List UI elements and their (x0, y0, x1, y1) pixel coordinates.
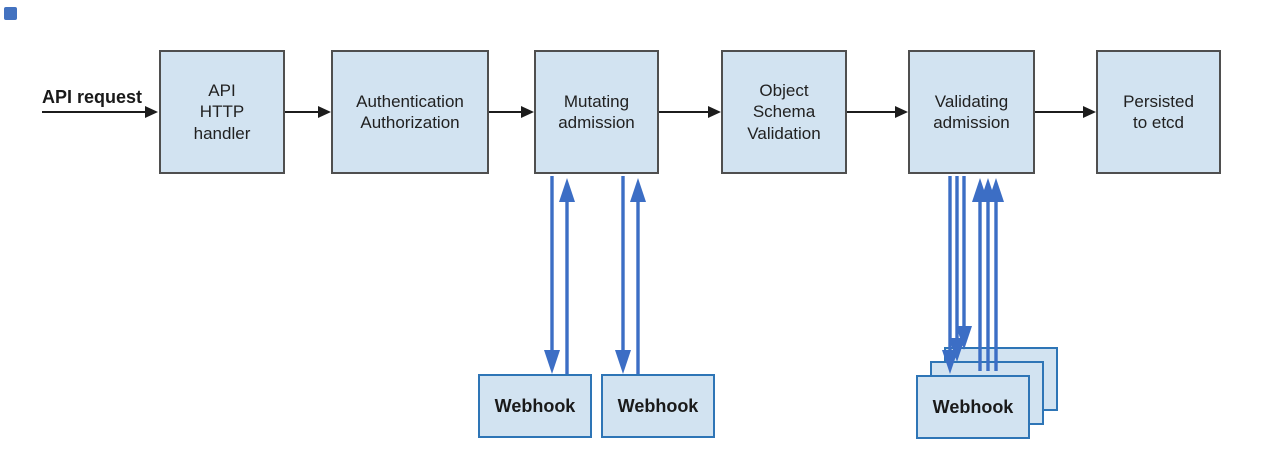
node-authentication-authorization: Authentication Authorization (331, 50, 489, 174)
blue-corner-marker (4, 7, 17, 20)
arrow-auth-to-mutating (489, 106, 534, 118)
mutating-webhook-2: Webhook (601, 374, 715, 438)
arrow-webhook-1-up-mutating (559, 178, 575, 374)
node-mutating-admission: Mutating admission (534, 50, 659, 174)
arrow-validating-down-3 (956, 176, 972, 350)
arrow-mutating-down-webhook-2 (615, 176, 631, 374)
node-persisted-to-etcd: Persisted to etcd (1096, 50, 1221, 174)
arrow-webhook-2-up-mutating (630, 178, 646, 374)
arrow-mutating-down-webhook-1 (544, 176, 560, 374)
mutating-webhook-1: Webhook (478, 374, 592, 438)
node-validating-admission: Validating admission (908, 50, 1035, 174)
arrow-webhook-up-validating-3 (988, 178, 1004, 371)
arrow-validating-down-2 (949, 176, 965, 362)
arrow-webhook-up-validating-2 (980, 178, 996, 371)
arrow-validating-to-etcd (1035, 106, 1096, 118)
node-object-schema-validation: Object Schema Validation (721, 50, 847, 174)
arrow-validating-down-1 (942, 176, 958, 374)
arrow-schema-to-validating (847, 106, 908, 118)
arrow-mutating-to-schema (659, 106, 721, 118)
api-request-label: API request (42, 87, 143, 107)
node-api-http-handler: API HTTP handler (159, 50, 285, 174)
validating-webhook-front: Webhook (916, 375, 1030, 439)
arrow-handler-to-auth (285, 106, 331, 118)
arrow-webhook-up-validating-1 (972, 178, 988, 371)
